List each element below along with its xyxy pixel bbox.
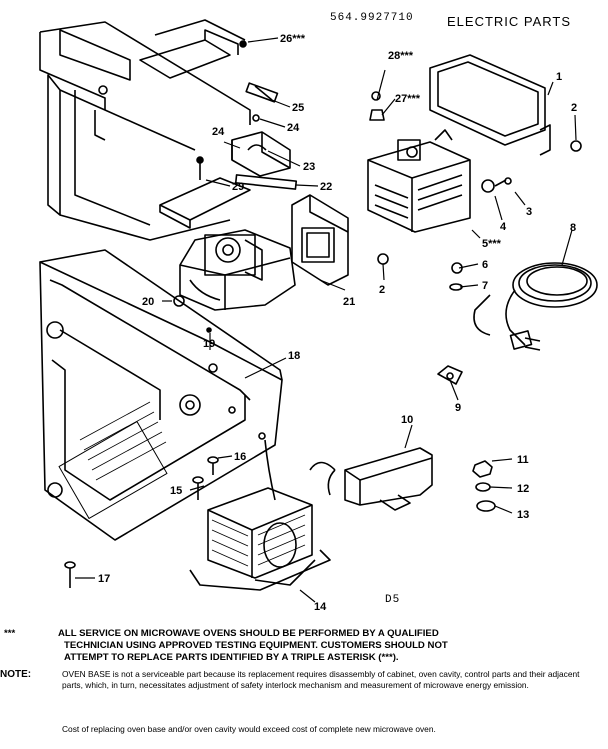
triple-asterisk-mark: ***	[4, 628, 16, 639]
callout-labels: 1 2 3 4 5*** 6 7 8 9 10 11 12 13 14 15 1…	[98, 33, 577, 613]
note-label: NOTE:	[0, 669, 32, 680]
callout-27: 27***	[395, 93, 421, 105]
exploded-parts-diagram: 1 2 3 4 5*** 6 7 8 9 10 11 12 13 14 15 1…	[39, 19, 598, 613]
callout-1: 1	[556, 71, 562, 83]
callout-8: 8	[570, 222, 576, 234]
fan-motor-19	[173, 229, 296, 333]
callout-19: 19	[203, 338, 215, 350]
diagram-code: D5	[385, 594, 401, 606]
washer-13	[476, 500, 496, 512]
oven-base-18	[39, 249, 283, 541]
model-number: 564.9927710	[330, 12, 414, 24]
callout-21: 21	[343, 296, 355, 308]
nut-11	[472, 460, 493, 478]
leader-lines	[75, 37, 577, 603]
callout-22: 22	[320, 181, 332, 193]
callout-24a: 24	[212, 126, 225, 138]
warning-line-1: ALL SERVICE ON MICROWAVE OVENS SHOULD BE…	[58, 628, 439, 639]
callout-17: 17	[98, 573, 110, 585]
callout-13: 13	[517, 509, 529, 521]
callout-28: 28***	[388, 50, 414, 62]
air-duct-1	[429, 54, 582, 156]
service-warning: *** ALL SERVICE ON MICROWAVE OVENS SHOULD…	[4, 628, 604, 664]
warning-line-2: TECHNICIAN USING APPROVED TESTING EQUIPM…	[64, 640, 448, 651]
section-title: ELECTRIC PARTS	[447, 14, 572, 29]
callout-7: 7	[482, 280, 488, 292]
callout-18: 18	[288, 350, 300, 362]
callout-14: 14	[314, 601, 327, 613]
screw-15	[192, 476, 204, 500]
callout-2a: 2	[571, 102, 577, 114]
callout-23: 23	[303, 161, 315, 173]
screw-16	[207, 456, 219, 475]
fuse-25	[245, 82, 279, 103]
waveguide-21	[291, 194, 389, 286]
thermal-cutout-4	[481, 177, 512, 193]
plate-22	[234, 174, 298, 190]
callout-9: 9	[455, 402, 461, 414]
nut-6	[451, 262, 463, 274]
callout-6: 6	[482, 259, 488, 271]
callout-5: 5***	[482, 238, 502, 250]
callout-11: 11	[517, 454, 529, 466]
callout-10: 10	[401, 414, 413, 426]
callout-4: 4	[500, 221, 507, 233]
callout-3: 3	[526, 206, 532, 218]
callout-24b: 24	[287, 122, 300, 134]
callout-15: 15	[170, 485, 182, 497]
fuse-holder-23	[231, 114, 291, 177]
service-notes: *** ALL SERVICE ON MICROWAVE OVENS SHOULD…	[0, 628, 608, 749]
note-text-cost: Cost of replacing oven base and/or oven …	[62, 724, 436, 734]
transformer-14	[189, 432, 331, 591]
washer-12	[475, 482, 491, 492]
power-cord-8	[473, 262, 598, 351]
callout-2b: 2	[379, 284, 385, 296]
callout-26: 26***	[280, 33, 306, 45]
magnetron-5	[367, 129, 471, 233]
cabinet-outline	[39, 19, 251, 241]
bracket-29	[159, 156, 251, 229]
screw-17	[64, 561, 76, 588]
bracket-26	[139, 29, 247, 79]
warning-line-3: ATTEMPT TO REPLACE PARTS IDENTIFIED BY A…	[64, 652, 399, 663]
callout-20: 20	[142, 296, 154, 308]
note-text-oven-base: OVEN BASE is not a serviceable part beca…	[62, 669, 580, 690]
screw-28	[369, 91, 385, 121]
capacitor-10	[309, 447, 433, 511]
callout-29: 29	[232, 181, 244, 193]
callout-25: 25	[292, 102, 304, 114]
callout-16: 16	[234, 451, 246, 463]
callout-12: 12	[517, 483, 529, 495]
